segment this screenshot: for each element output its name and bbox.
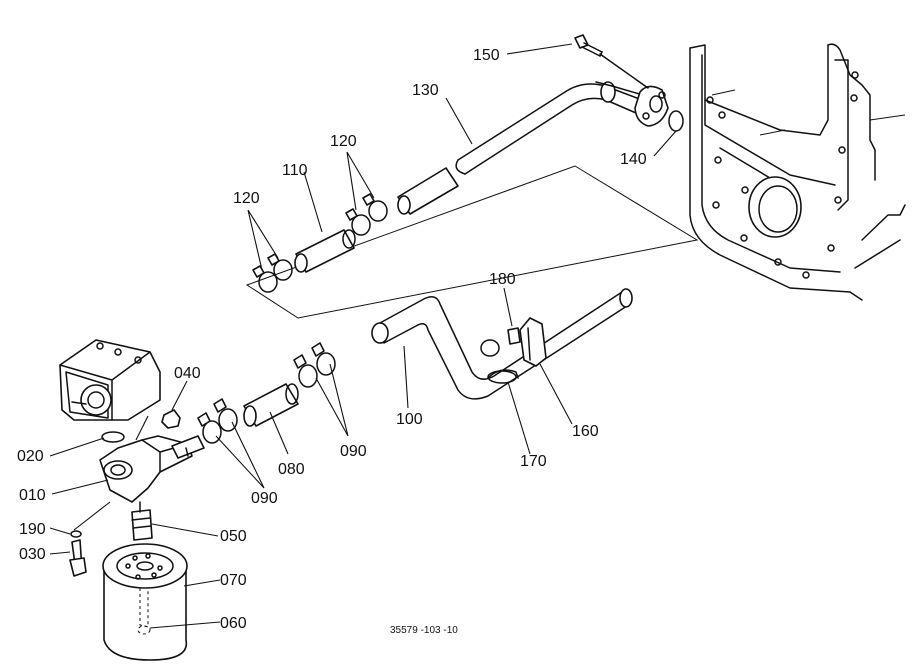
- label-110: 110: [282, 162, 308, 179]
- label-120-upper: 120: [330, 133, 357, 150]
- plug-040: [161, 409, 181, 429]
- o-ring-140: [668, 110, 684, 132]
- hose-upper: [397, 167, 459, 215]
- bolt-030: [69, 530, 87, 577]
- hydraulic-pump: [59, 339, 161, 421]
- label-010: 010: [19, 487, 46, 504]
- label-140: 140: [620, 151, 647, 168]
- label-150: 150: [473, 47, 500, 64]
- nipple-050: [131, 501, 153, 541]
- label-080: 080: [278, 461, 305, 478]
- label-070: 070: [220, 572, 247, 589]
- oil-filter-070: [102, 543, 188, 661]
- label-040: 040: [174, 365, 201, 382]
- label-120-lower: 120: [233, 190, 260, 207]
- label-050: 050: [220, 528, 247, 545]
- pipe-flange: [634, 85, 669, 127]
- label-030: 030: [19, 546, 46, 563]
- label-130: 130: [412, 82, 439, 99]
- clamps-090: [197, 342, 336, 444]
- transmission-case: [689, 43, 906, 301]
- label-090-right: 090: [340, 443, 367, 460]
- bolt-180: [480, 327, 521, 357]
- bracket-160: [519, 317, 547, 367]
- clamps-120: [252, 193, 388, 293]
- label-160: 160: [572, 423, 599, 440]
- label-180: 180: [489, 271, 516, 288]
- bolt-150: [574, 34, 649, 89]
- hose-group-box: [245, 165, 699, 319]
- label-100: 100: [396, 411, 423, 428]
- o-ring-020: [101, 431, 125, 443]
- label-170: 170: [520, 453, 547, 470]
- leader-lines: [49, 43, 677, 629]
- label-190: 190: [19, 521, 46, 538]
- label-090-left: 090: [251, 490, 278, 507]
- label-060: 060: [220, 615, 247, 632]
- hose-080: [243, 383, 299, 427]
- reference-code: 35579 -103 -10: [390, 625, 458, 636]
- hose-110: [294, 229, 356, 273]
- clamp-170: [487, 369, 519, 384]
- part-labels: 150 130 140 120 110 120 180 040 100 160 …: [17, 47, 647, 636]
- label-020: 020: [17, 448, 44, 465]
- filter-head-010: [99, 435, 205, 503]
